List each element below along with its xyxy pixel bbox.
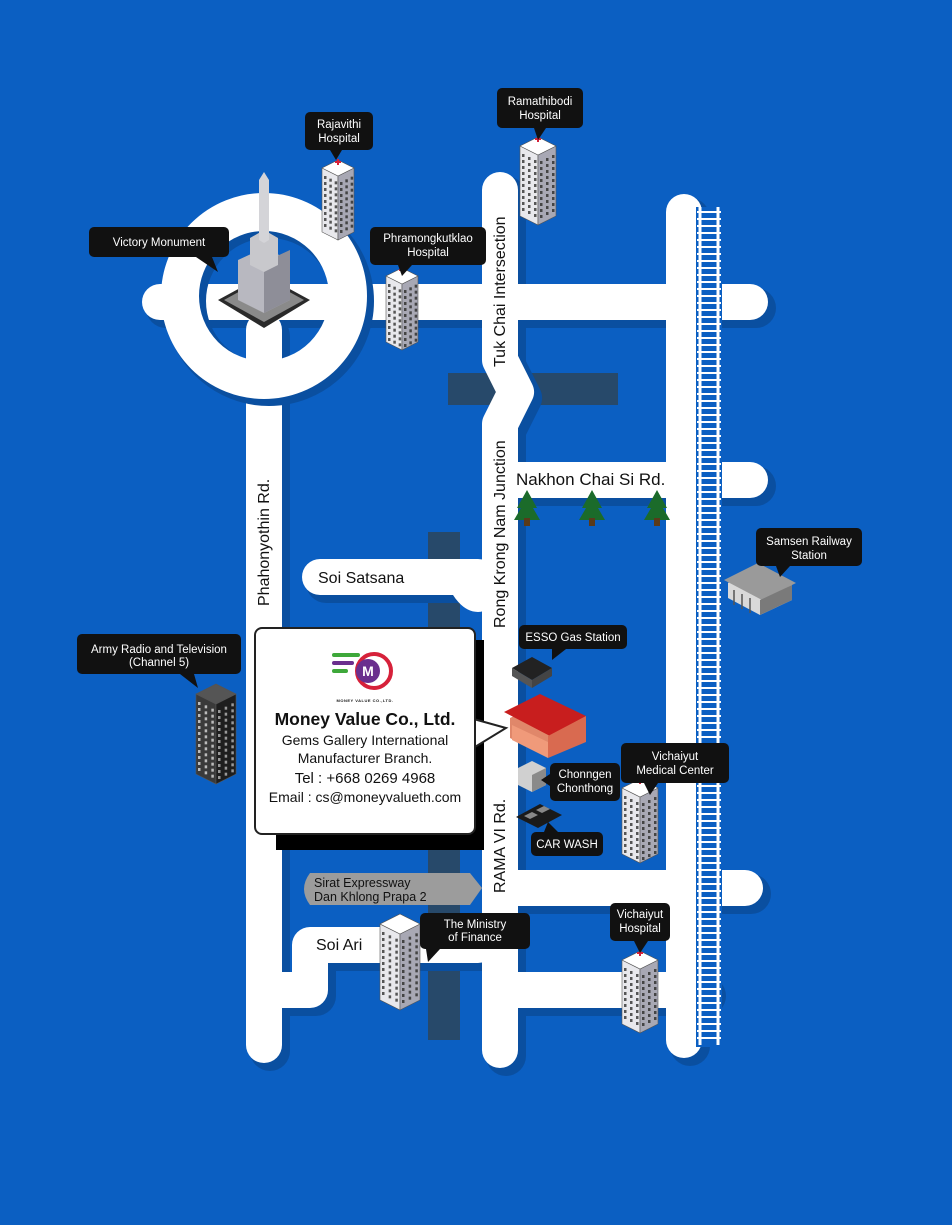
- callout-label: Chonngen: [558, 769, 611, 781]
- trees: [514, 490, 670, 526]
- callout-label: Samsen Railway: [766, 536, 852, 548]
- samsen-station-icon: [724, 563, 796, 615]
- callout-esso: ESSO Gas Station: [519, 625, 627, 660]
- callout-rajavithi: Rajavithi Hospital: [305, 112, 373, 160]
- road-labels: Phahonyothin Rd. Tuk Chai Intersection R…: [256, 216, 665, 954]
- callout-ministry: The Ministry of Finance: [420, 913, 530, 962]
- callout-ramathibodi: Ramathibodi Hospital: [497, 88, 583, 140]
- company-email[interactable]: Email : cs@moneyvalueth.com: [268, 789, 462, 805]
- ramathibodi-hospital-icon: [519, 136, 557, 226]
- callout-label: Station: [791, 550, 827, 562]
- callout-label: Medical Center: [636, 765, 714, 777]
- callout-label: Phramongkutklao: [383, 233, 473, 245]
- tree-icon: [644, 490, 670, 526]
- army-radio-tower-icon: [195, 683, 237, 785]
- car-wash-icon: [516, 804, 562, 828]
- callout-label: Ramathibodi: [508, 96, 573, 108]
- callout-label: Vichaiyut: [652, 751, 699, 763]
- road-label-nakhon-chai-si: Nakhon Chai Si Rd.: [516, 470, 665, 489]
- callout-label: (Channel 5): [129, 657, 189, 669]
- road-label-rama-vi: RAMA VI Rd.: [492, 799, 509, 893]
- callout-label: Rajavithi: [317, 119, 361, 131]
- company-brand-small: MONEY VALUE CO.,LTD.: [336, 698, 394, 703]
- tree-icon: [579, 490, 605, 526]
- company-branch-line-2: Manufacturer Branch.: [297, 750, 433, 766]
- esso-station-icon: [512, 657, 552, 688]
- company-telephone[interactable]: Tel : +668 0269 4968: [294, 770, 436, 787]
- sirat-expressway-ramp: [304, 873, 482, 905]
- callout-label: The Ministry: [444, 919, 507, 931]
- callout-phramongkutklao: Phramongkutklao Hospital: [370, 227, 486, 276]
- callout-army-radio: Army Radio and Television (Channel 5): [77, 634, 241, 688]
- tree-icon: [514, 490, 540, 526]
- company-logo: M MONEY VALUE CO.,LTD.: [330, 649, 400, 703]
- callout-vichaiyut-medical: Vichaiyut Medical Center: [621, 743, 729, 795]
- phramongkutklao-hospital-icon: [385, 267, 419, 351]
- callout-label: Hospital: [318, 133, 360, 145]
- company-name: Money Value Co., Ltd.: [274, 709, 456, 729]
- callout-vichaiyut-hospital: Vichaiyut Hospital: [610, 903, 670, 953]
- company-branch-line-1: Gems Gallery International: [281, 732, 449, 748]
- callout-label: ESSO Gas Station: [525, 632, 620, 644]
- victory-monument-icon: [218, 172, 310, 328]
- road-label-rong-krong: Rong Krong Nam Junction: [492, 440, 509, 628]
- callout-label: Hospital: [407, 247, 449, 259]
- road-label-tuk-chai: Tuk Chai Intersection: [492, 216, 509, 367]
- callout-victory-monument: Victory Monument: [89, 227, 229, 272]
- road-label-soi-satsana: Soi Satsana: [318, 570, 404, 587]
- callout-label: Victory Monument: [113, 237, 206, 249]
- railway-track: [696, 207, 722, 1047]
- callout-chonngen: Chonngen Chonthong: [541, 763, 620, 801]
- callout-label: Hospital: [519, 110, 561, 122]
- vichaiyut-hospital-icon: [621, 950, 659, 1034]
- callout-label: CAR WASH: [536, 839, 598, 851]
- callout-car-wash: CAR WASH: [531, 822, 603, 856]
- callout-label: of Finance: [448, 932, 502, 944]
- rajavithi-hospital-icon: [321, 159, 355, 241]
- callout-label: Vichaiyut: [617, 909, 664, 921]
- callout-label: Chonthong: [557, 783, 613, 795]
- callout-samsen: Samsen Railway Station: [756, 528, 862, 577]
- company-building-icon: [504, 694, 586, 758]
- road-label-soi-ari: Soi Ari: [316, 937, 362, 954]
- ministry-of-finance-icon: [379, 913, 421, 1011]
- svg-text:M: M: [362, 663, 374, 679]
- road-label-phahonyothin: Phahonyothin Rd.: [256, 479, 273, 606]
- road-label-sirat: Sirat Expressway: [314, 876, 411, 890]
- callout-label: Army Radio and Television: [91, 644, 227, 656]
- road-label-dan-khlong: Dan Khlong Prapa 2: [314, 890, 427, 904]
- chonngen-building-icon: [518, 761, 546, 792]
- company-info-card: M MONEY VALUE CO.,LTD. Money Value Co., …: [254, 627, 476, 835]
- callout-label: Hospital: [619, 923, 661, 935]
